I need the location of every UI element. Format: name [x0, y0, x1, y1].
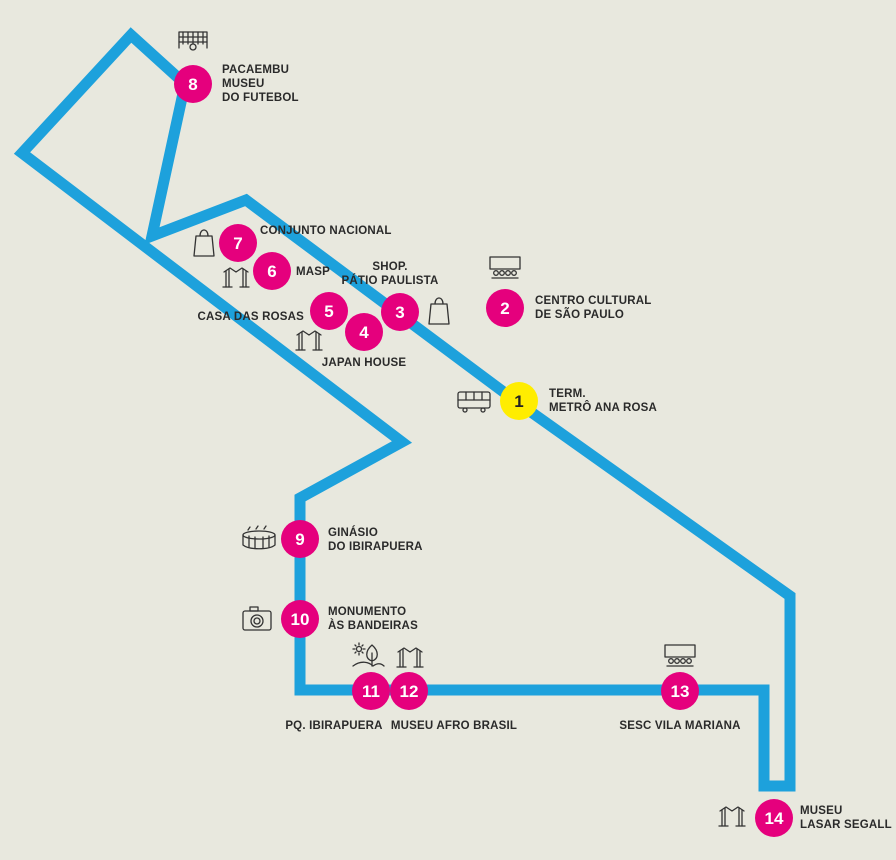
camera-icon [242, 606, 272, 631]
stop-label-line: PÁTIO PAULISTA [342, 274, 439, 287]
stop-marker[interactable] [661, 672, 699, 710]
stop-label: GINÁSIO DO IBIRAPUERA [328, 526, 423, 553]
bus-route-line [13, 27, 796, 792]
stop-label-line: DO FUTEBOL [222, 92, 299, 104]
stop-number: 3 [395, 303, 404, 322]
stop-6[interactable]: 6 [253, 252, 291, 290]
stop-label-line: TERM. [549, 388, 586, 400]
theater-icon [664, 644, 696, 667]
stop-label: SHOP.PÁTIO PAULISTA [342, 261, 439, 287]
stadium-icon [242, 525, 276, 550]
stop-label: JAPAN HOUSE [322, 357, 407, 369]
soccer-goal-icon [178, 31, 208, 51]
stop-label-line: PACAEMBU [222, 64, 289, 76]
stop-number: 7 [233, 234, 242, 253]
stop-marker[interactable] [381, 293, 419, 331]
stop-number: 2 [500, 299, 509, 318]
stop-label-line: DO IBIRAPUERA [328, 541, 423, 553]
stop-label: TERM.METRÔ ANA ROSA [549, 388, 657, 414]
stop-marker[interactable] [281, 520, 319, 558]
stop-label: MASP [296, 266, 330, 278]
stop-marker[interactable] [352, 672, 390, 710]
stop-2[interactable]: 2 [486, 289, 524, 327]
stop-label-line: MUSEU AFRO BRASIL [391, 720, 517, 732]
stop-label: PQ. IBIRAPUERA [285, 720, 382, 732]
stop-marker[interactable] [755, 799, 793, 837]
stop-marker[interactable] [310, 292, 348, 330]
stop-marker[interactable] [174, 65, 212, 103]
stop-4[interactable]: 4 [345, 313, 383, 351]
stop-number: 8 [188, 75, 197, 94]
stop-number: 4 [359, 323, 369, 342]
stop-label-line: DE SÃO PAULO [535, 308, 624, 321]
start-stop-marker[interactable] [500, 382, 538, 420]
stop-10[interactable]: 10 [281, 600, 319, 638]
stop-number: 12 [400, 682, 419, 701]
stop-label: MUSEU LASAR SEGALL [800, 805, 892, 831]
stop-marker[interactable] [390, 672, 428, 710]
stop-number: 14 [765, 809, 784, 828]
stop-8[interactable]: 8 [174, 65, 212, 103]
stop-label-line: SHOP. [372, 261, 407, 273]
stop-number: 11 [362, 682, 380, 701]
theater-icon [489, 256, 521, 279]
stop-label-line: CENTRO CULTURAL [535, 295, 652, 307]
stop-number: 13 [671, 682, 690, 701]
poi-icons [178, 31, 746, 827]
stop-1[interactable]: 1 [500, 382, 538, 420]
stop-label-line: PQ. IBIRAPUERA [285, 720, 382, 732]
park-icon [352, 642, 385, 667]
stop-11[interactable]: 11 [352, 672, 390, 710]
stop-label: MUSEU AFRO BRASIL [391, 720, 517, 732]
stop-label-line: MUSEU [222, 78, 265, 90]
stop-marker[interactable] [253, 252, 291, 290]
stop-label: CONJUNTO NACIONAL [260, 225, 392, 237]
stop-marker[interactable] [486, 289, 524, 327]
bus-icon [457, 391, 491, 413]
stop-label-line: MONUMENTO [328, 606, 406, 618]
museum-icon [222, 267, 250, 288]
museum-icon [396, 647, 424, 668]
stop-12[interactable]: 12 [390, 672, 428, 710]
stop-label-line: LASAR SEGALL [800, 819, 892, 831]
stop-3[interactable]: 3 [381, 293, 419, 331]
museum-icon [718, 806, 746, 827]
museum-icon [295, 330, 323, 351]
stop-marker[interactable] [219, 224, 257, 262]
stop-number: 9 [295, 530, 304, 549]
stop-label-line: MUSEU [800, 805, 843, 817]
stop-label-line: METRÔ ANA ROSA [549, 401, 657, 414]
stop-5[interactable]: 5 [310, 292, 348, 330]
stop-9[interactable]: 9 [281, 520, 319, 558]
stop-number: 5 [324, 302, 333, 321]
stop-marker[interactable] [345, 313, 383, 351]
stop-label-line: CASA DAS ROSAS [197, 311, 304, 323]
stop-label-line: MASP [296, 266, 330, 278]
stop-number: 10 [291, 610, 310, 629]
stop-label-line: JAPAN HOUSE [322, 357, 407, 369]
stop-label-line: ÀS BANDEIRAS [328, 619, 418, 632]
stop-label-line: SESC VILA MARIANA [619, 720, 740, 732]
stop-label-line: CONJUNTO NACIONAL [260, 225, 392, 237]
stop-number: 1 [514, 392, 523, 411]
stop-7[interactable]: 7 [219, 224, 257, 262]
stop-label-line: GINÁSIO [328, 526, 378, 539]
stop-13[interactable]: 13 [661, 672, 699, 710]
stop-label: SESC VILA MARIANA [619, 720, 740, 732]
stop-marker[interactable] [281, 600, 319, 638]
shopping-bag-icon [428, 297, 450, 325]
stop-number: 6 [267, 262, 276, 281]
shopping-bag-icon [193, 229, 215, 257]
stop-label: CASA DAS ROSAS [197, 311, 304, 323]
stop-label: PACAEMBU MUSEU DO FUTEBOL [222, 64, 299, 104]
stop-14[interactable]: 14 [755, 799, 793, 837]
